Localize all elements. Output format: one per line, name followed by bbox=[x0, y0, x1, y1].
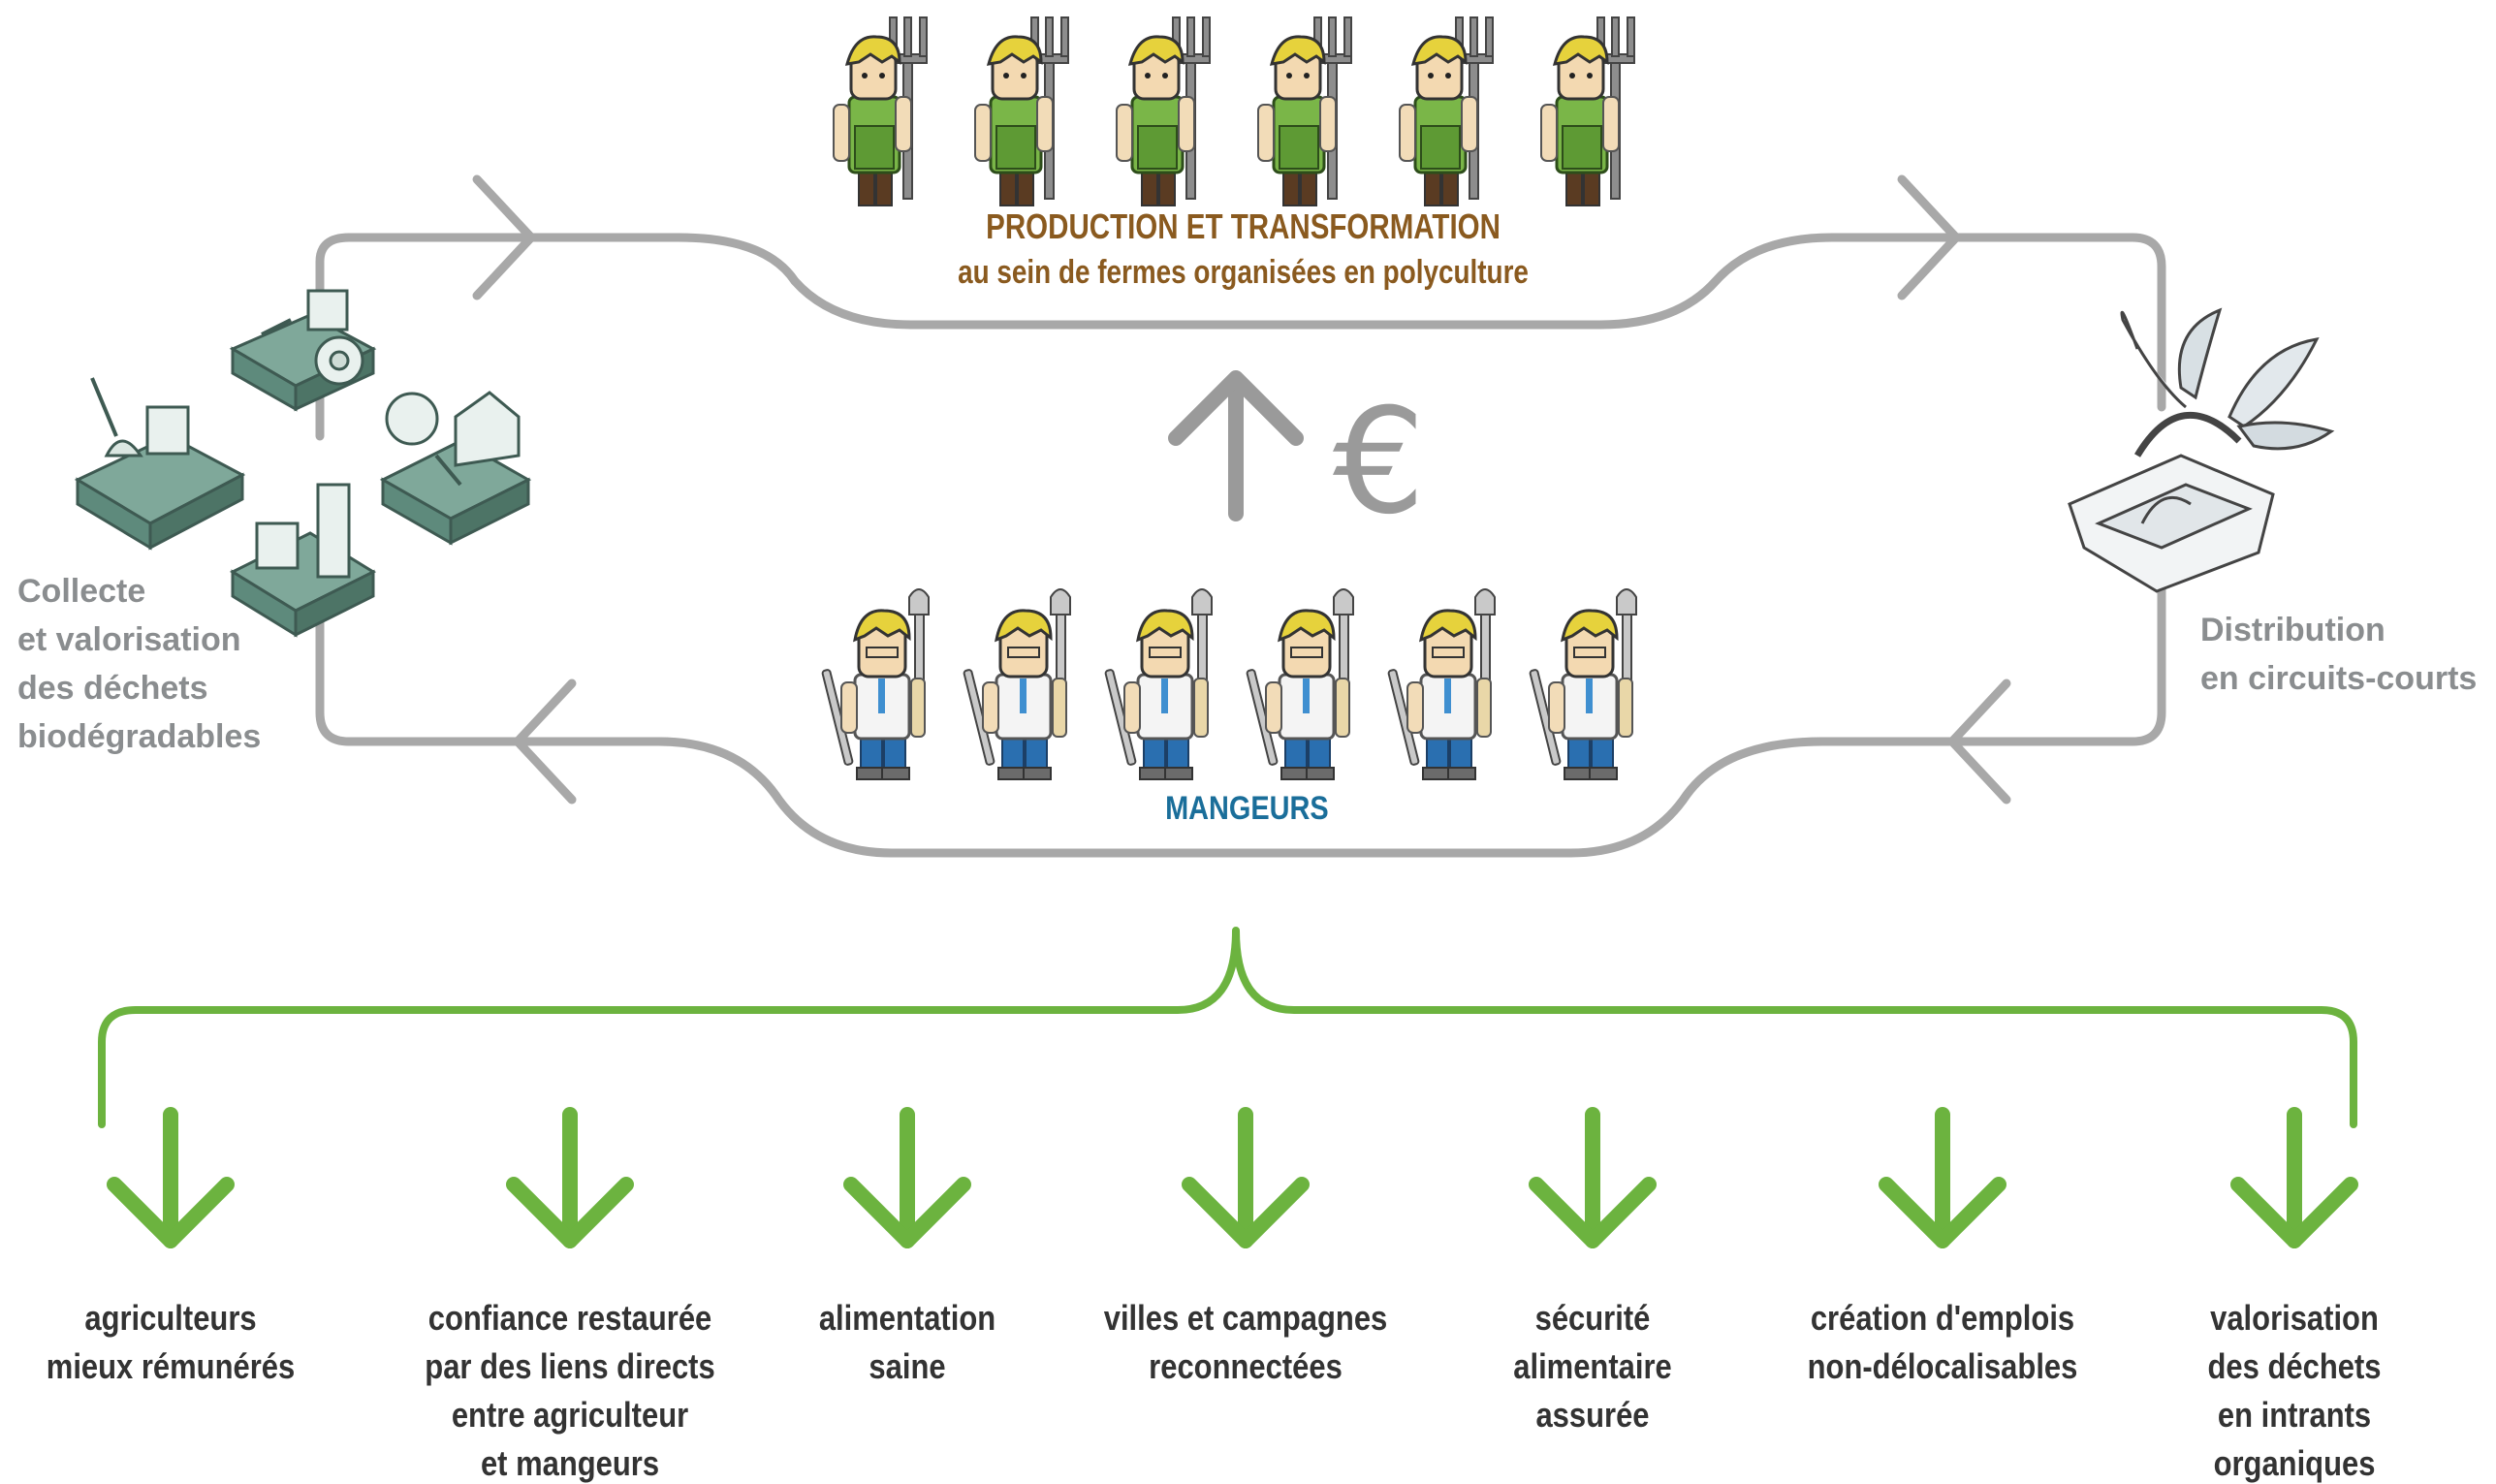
eater-icon bbox=[1245, 587, 1355, 781]
distribution-line: Distribution bbox=[2200, 612, 2385, 648]
production-subtitle: au sein de fermes organisées en polycult… bbox=[958, 254, 1529, 291]
money-flow-arrow-icon bbox=[1168, 370, 1304, 521]
eater-icon bbox=[820, 587, 931, 781]
collect-line: Collecte bbox=[17, 573, 146, 610]
collect-line: des déchets bbox=[17, 670, 208, 707]
down-arrow-icon bbox=[1189, 1115, 1302, 1241]
benefit-line: valorisation bbox=[2210, 1298, 2379, 1338]
farmer-icon bbox=[1398, 16, 1495, 207]
loop-arrow-top-right-icon bbox=[1897, 174, 1961, 300]
farmers-group bbox=[832, 16, 1636, 207]
benefit-item: alimentation saine bbox=[795, 1294, 1020, 1391]
down-arrow-icon bbox=[514, 1115, 626, 1241]
benefit-item: valorisation des déchets en intrants org… bbox=[2178, 1294, 2412, 1484]
distribution-label: Distribution en circuits-courts bbox=[2200, 606, 2496, 703]
down-arrow-icon bbox=[2238, 1115, 2351, 1241]
collect-line: et valorisation bbox=[17, 621, 241, 658]
down-arrow-icon bbox=[1536, 1115, 1649, 1241]
collect-line: biodégradables bbox=[17, 718, 262, 755]
benefit-line: alimentation bbox=[818, 1298, 996, 1338]
benefit-line: entre agriculteur bbox=[451, 1395, 689, 1435]
down-arrow-icon bbox=[1886, 1115, 1999, 1241]
down-arrow-icon bbox=[114, 1115, 227, 1241]
euro-symbol: € bbox=[1333, 378, 1426, 547]
cycle-loop bbox=[315, 174, 2166, 858]
benefit-line: mieux rémunérés bbox=[46, 1346, 296, 1386]
loop-arrow-bottom-right-icon bbox=[1947, 679, 2011, 805]
eaters-label: MANGEURS bbox=[1165, 790, 1329, 827]
farmer-icon bbox=[973, 16, 1070, 207]
benefit-line: des déchets bbox=[2207, 1346, 2382, 1386]
production-title: PRODUCTION ET TRANSFORMATION bbox=[986, 206, 1501, 246]
distribution-line: en circuits-courts bbox=[2200, 660, 2478, 697]
farmer-icon bbox=[1256, 16, 1353, 207]
benefit-item: agriculteurs mieux rémunérés bbox=[46, 1294, 296, 1391]
benefit-line: saine bbox=[869, 1346, 946, 1386]
waste-facilities-icon bbox=[74, 289, 532, 638]
benefit-item: villes et campagnes reconnectées bbox=[1091, 1294, 1400, 1391]
eater-icon bbox=[1386, 587, 1497, 781]
benefit-line: en intrants bbox=[2217, 1395, 2372, 1435]
eaters-group bbox=[820, 587, 1638, 781]
eater-icon bbox=[1528, 587, 1638, 781]
farmer-icon bbox=[832, 16, 929, 207]
benefit-line: non-délocalisables bbox=[1807, 1346, 2078, 1386]
benefit-line: villes et campagnes bbox=[1103, 1298, 1388, 1338]
benefit-line: assurée bbox=[1535, 1395, 1650, 1435]
loop-arrow-bottom-left-icon bbox=[513, 679, 577, 805]
benefit-item: sécurité alimentaire assurée bbox=[1476, 1294, 1710, 1439]
benefit-line: reconnectées bbox=[1149, 1346, 1343, 1386]
benefit-line: par des liens directs bbox=[425, 1346, 715, 1386]
collect-label: Collecte et valorisation des déchets bio… bbox=[17, 567, 308, 761]
benefit-line: et mangeurs bbox=[480, 1443, 660, 1483]
benefit-line: alimentaire bbox=[1513, 1346, 1672, 1386]
eater-icon bbox=[962, 587, 1072, 781]
farmer-icon bbox=[1539, 16, 1636, 207]
eater-icon bbox=[1103, 587, 1214, 781]
benefits-brace bbox=[98, 927, 2357, 1128]
loop-arrow-top-left-icon bbox=[472, 174, 536, 300]
farmer-icon bbox=[1115, 16, 1212, 207]
benefit-line: agriculteurs bbox=[84, 1298, 257, 1338]
benefit-item: confiance restaurée par des liens direct… bbox=[412, 1294, 729, 1484]
down-arrow-icon bbox=[851, 1115, 964, 1241]
benefit-line: création d'emplois bbox=[1810, 1298, 2075, 1338]
benefit-line: organiques bbox=[2213, 1443, 2376, 1483]
benefit-line: confiance restaurée bbox=[427, 1298, 712, 1338]
benefit-line: sécurité bbox=[1534, 1298, 1651, 1338]
benefit-item: création d'emplois non-délocalisables bbox=[1788, 1294, 2097, 1391]
benefit-arrows bbox=[114, 1115, 2351, 1241]
vegetable-basket-icon bbox=[2068, 307, 2335, 593]
